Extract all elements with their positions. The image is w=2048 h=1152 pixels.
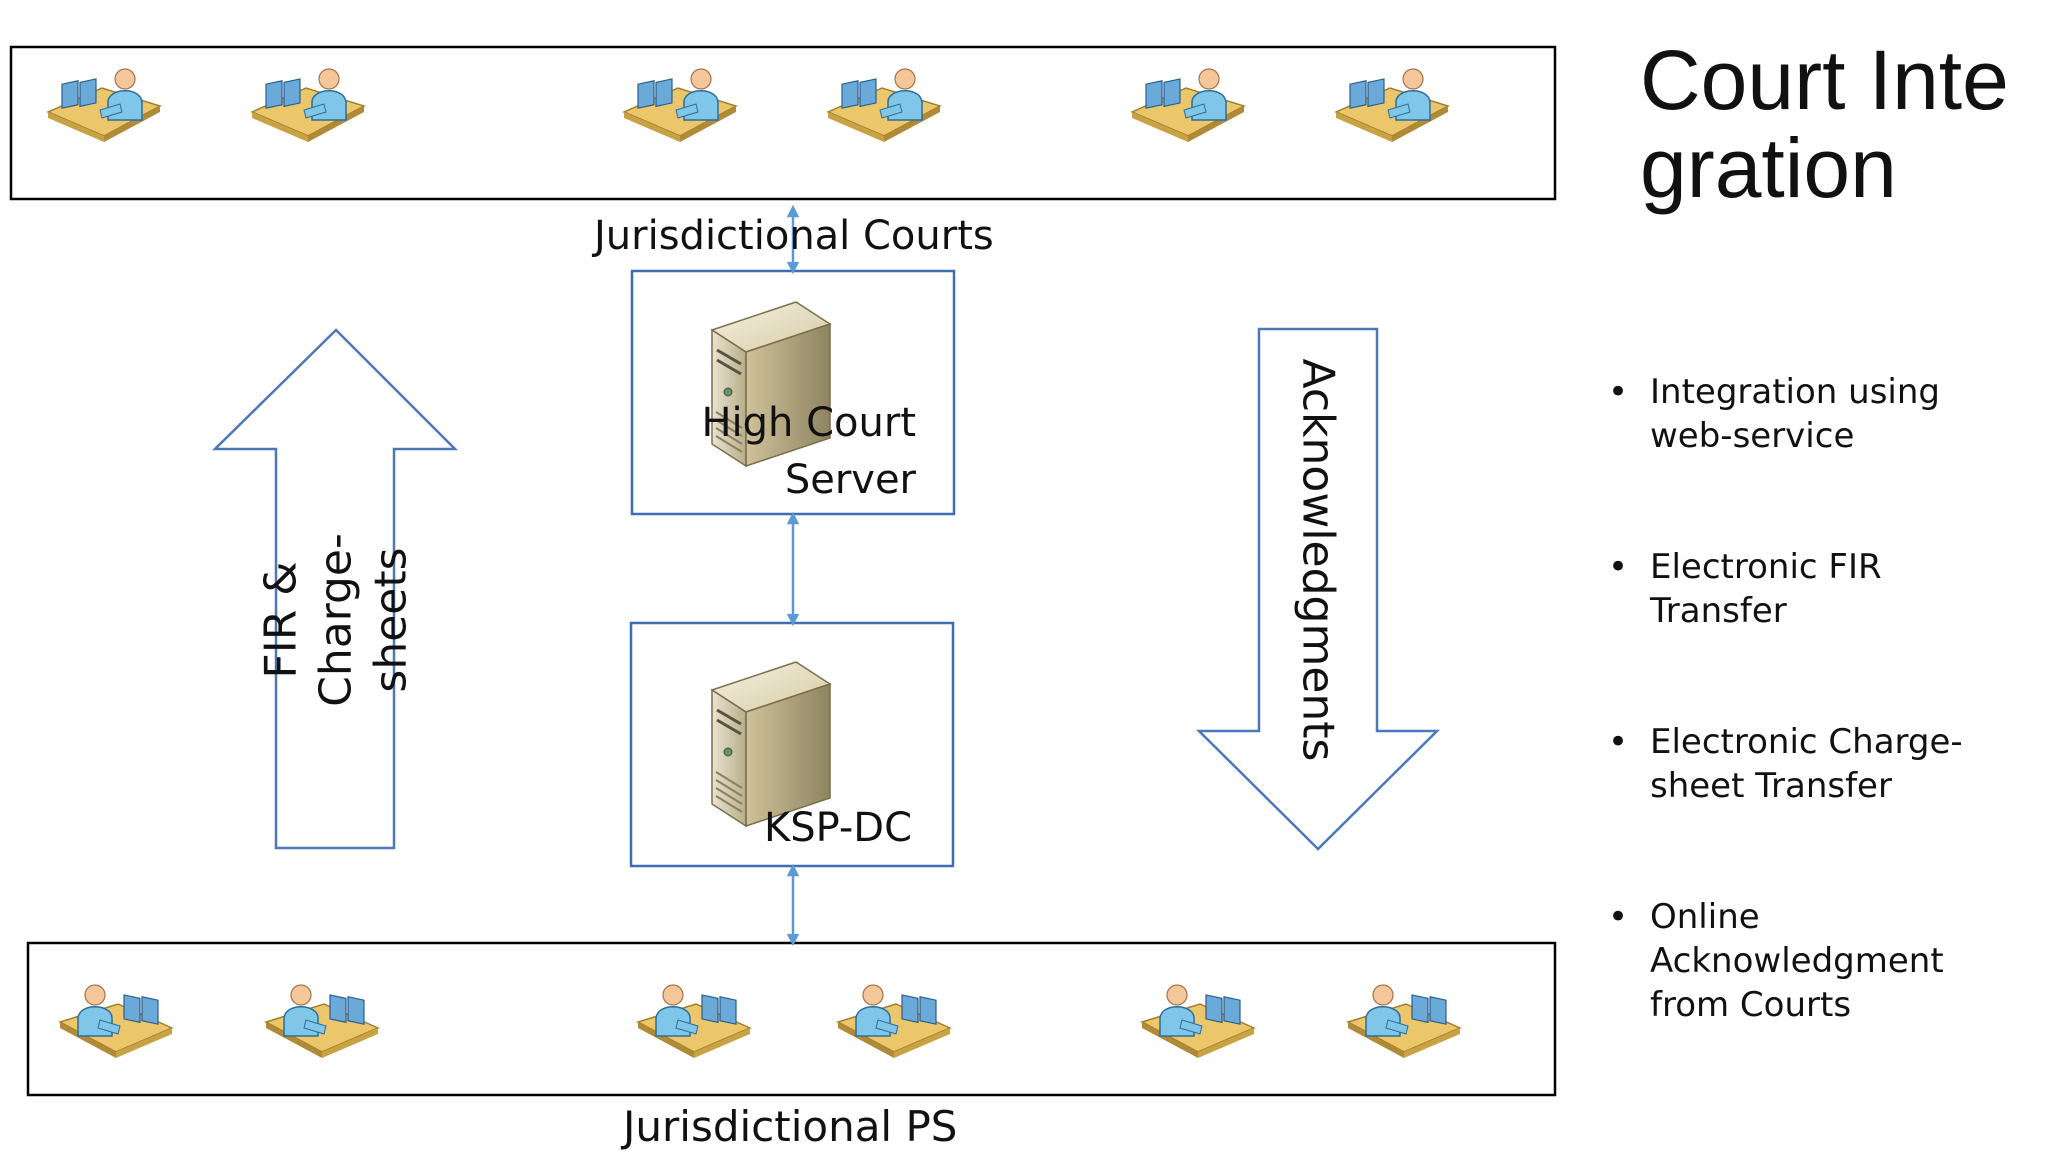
court-workstation-icon: [251, 68, 365, 143]
court-workstation-icon: [1335, 68, 1449, 143]
kspdc-label: KSP-DC: [764, 805, 913, 851]
server-tower-icon: [710, 660, 832, 828]
court-workstation-icon: [47, 68, 161, 143]
high-court-server-label: High Court Server: [701, 400, 916, 503]
ps-box: [26, 941, 1557, 1097]
feature-list: Integration using web-service Electronic…: [1600, 370, 2020, 1114]
ps-workstation-icon: [638, 985, 750, 1058]
list-item: Integration using web-service: [1600, 370, 2020, 458]
list-item: Online Acknowledgment from Courts: [1600, 895, 2020, 1027]
list-item: Electronic FIR Transfer: [1600, 545, 2020, 633]
jurisdictional-ps-label: Jurisdictional PS: [623, 1102, 958, 1151]
court-workstation-icon: [623, 68, 737, 143]
court-workstation-icon: [827, 68, 941, 143]
courts-box: [9, 45, 1557, 201]
ps-workstation-icon: [1142, 985, 1254, 1058]
page-title: Court Integration: [1640, 33, 2009, 215]
ps-workstation-icon: [60, 985, 172, 1058]
court-integration-diagram: [9, 45, 1557, 1097]
ps-workstation-icon: [266, 985, 378, 1058]
down-arrow-shape: [1195, 327, 1441, 851]
court-workstation-icon: [1131, 68, 1245, 143]
down-arrow-label: Acknowledgments: [1292, 358, 1344, 762]
ps-workstation-icon: [838, 985, 950, 1058]
up-arrow-label: FIR & Charge-sheets: [255, 533, 417, 707]
jurisdictional-courts-label: Jurisdictional Courts: [594, 213, 994, 259]
list-item: Electronic Charge-sheet Transfer: [1600, 720, 2020, 808]
up-arrow-shape: [211, 328, 459, 850]
ps-workstation-icon: [1348, 985, 1460, 1058]
